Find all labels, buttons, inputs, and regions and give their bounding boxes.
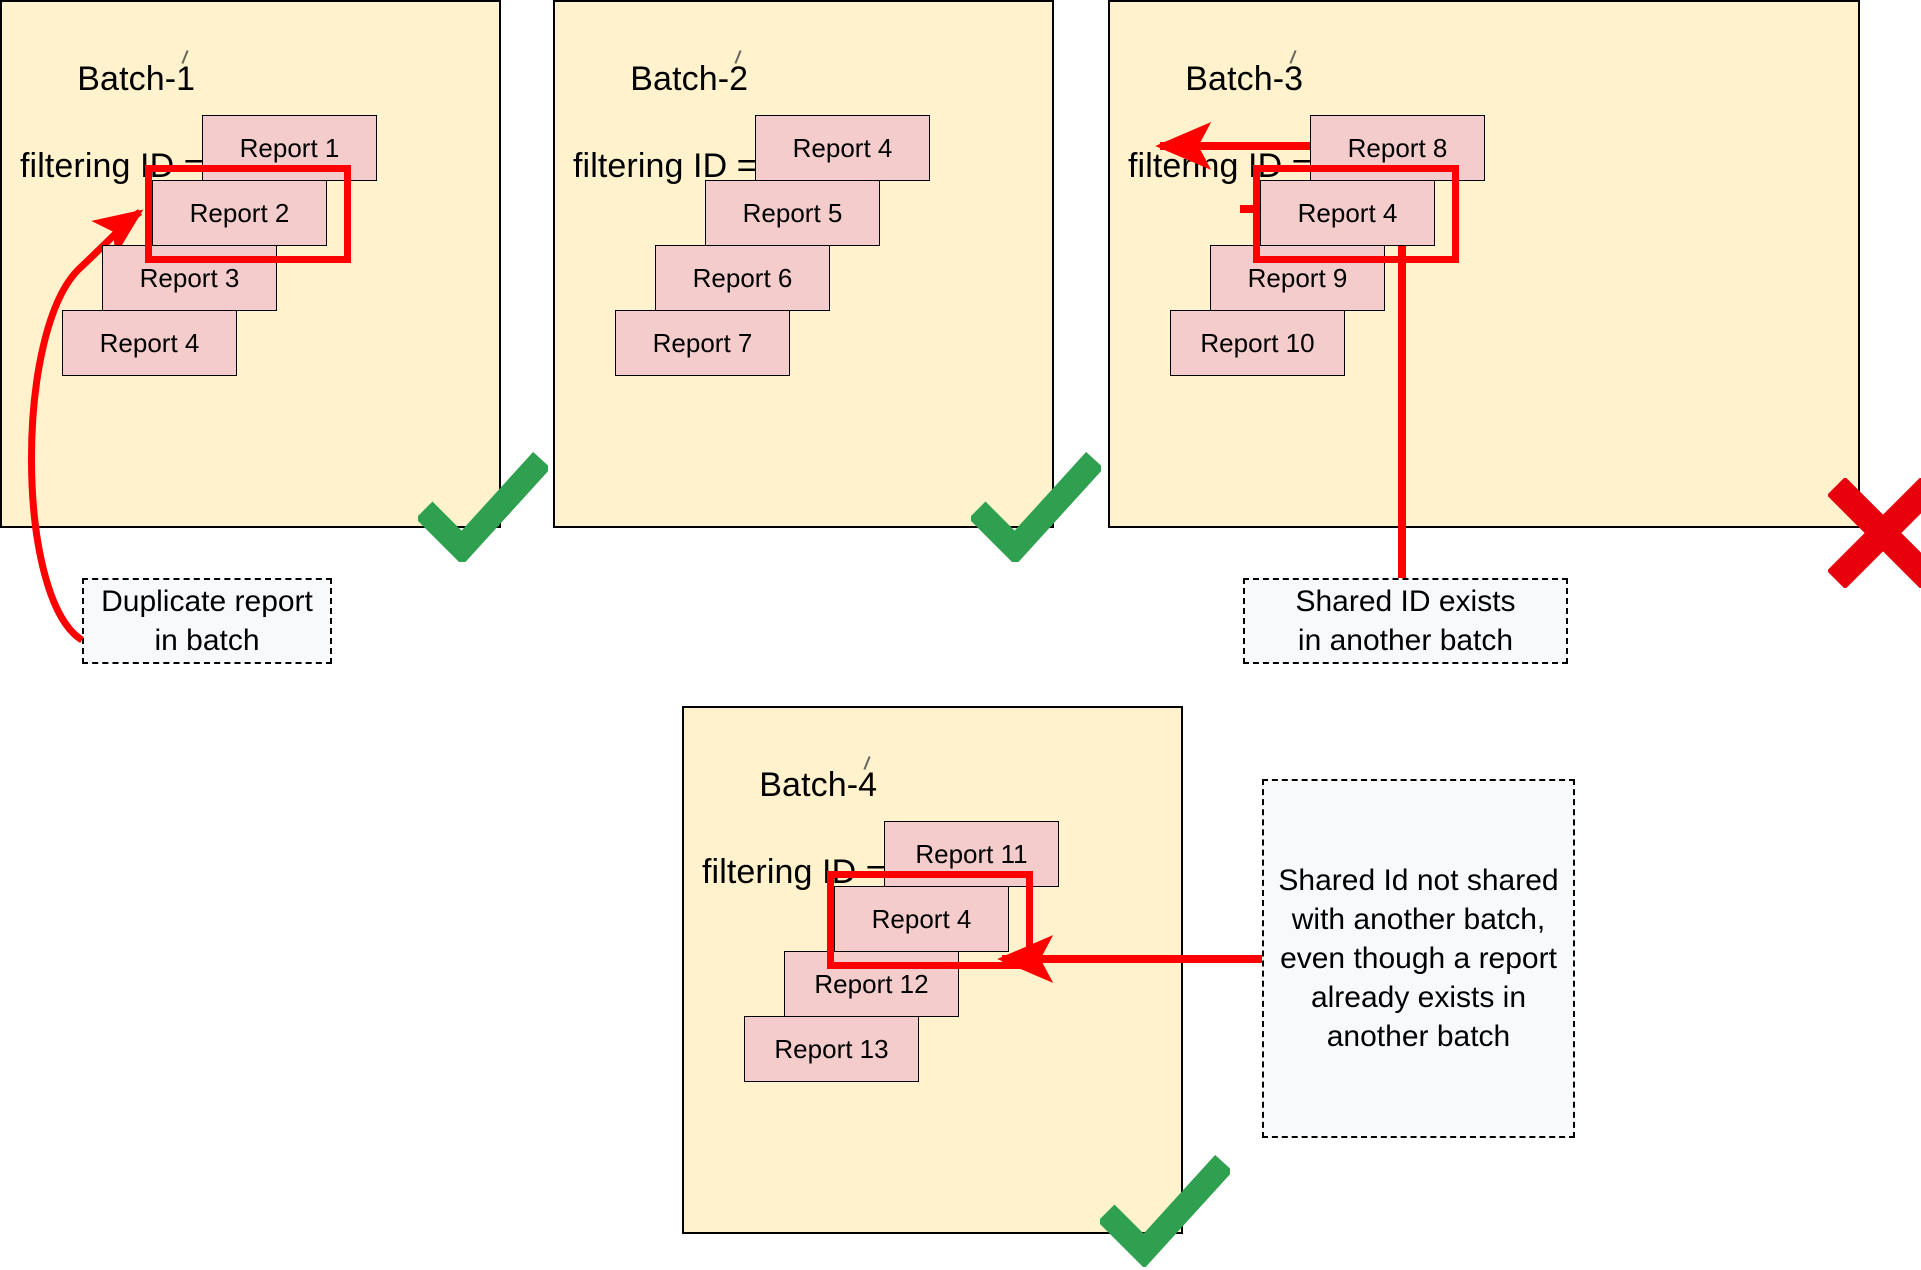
- batch-container-2: Batch-2 filtering ID = 0 Report 4 Report…: [553, 0, 1054, 528]
- report-card[interactable]: Report 7: [615, 310, 790, 376]
- report-label: Report 13: [774, 1033, 889, 1064]
- report-label: Report 4: [792, 132, 893, 163]
- batch-name-1: Batch-1: [77, 59, 196, 98]
- report-card[interactable]: Report 4: [834, 886, 1009, 952]
- callout-shared-id-exists: Shared ID exists in another batch: [1243, 578, 1568, 664]
- callout-duplicate-line2: in batch: [154, 624, 260, 657]
- report-card[interactable]: Report 2: [152, 180, 327, 246]
- report-card[interactable]: Report 9: [1210, 245, 1385, 311]
- report-card[interactable]: Report 12: [784, 951, 959, 1017]
- report-label: Report 12: [814, 968, 929, 999]
- callout-duplicate-line1: Duplicate report: [101, 585, 313, 618]
- report-label: Report 2: [189, 197, 290, 228]
- report-card[interactable]: Report 10: [1170, 310, 1345, 376]
- callout-duplicate-report: Duplicate report in batch: [82, 578, 332, 664]
- batch-container-4: Batch-4 filtering ID = 1 Report 11 Repor…: [682, 706, 1183, 1234]
- callout-shared-exists-line1: Shared ID exists: [1295, 585, 1516, 618]
- report-card[interactable]: Report 4: [755, 115, 930, 181]
- report-card[interactable]: Report 13: [744, 1016, 919, 1082]
- callout-shared-exists-line2: in another batch: [1297, 624, 1514, 657]
- report-card[interactable]: Report 8: [1310, 115, 1485, 181]
- report-label: Report 11: [915, 838, 1028, 869]
- report-card[interactable]: Report 4: [1260, 180, 1435, 246]
- report-card[interactable]: Report 1: [202, 115, 377, 181]
- batch-container-1: Batch-1 filtering ID = 0 Report 1 Report…: [0, 0, 501, 528]
- callout-shared-not-shared-text: Shared Id not shared with another batch,…: [1278, 864, 1559, 1053]
- report-label: Report 9: [1247, 262, 1348, 293]
- report-label: Report 1: [239, 132, 340, 163]
- report-label: Report 7: [652, 327, 753, 358]
- batch-name-3: Batch-3: [1185, 59, 1304, 98]
- report-label: Report 3: [139, 262, 240, 293]
- report-card[interactable]: Report 5: [705, 180, 880, 246]
- batch-name-4: Batch-4: [759, 765, 878, 804]
- report-label: Report 4: [1297, 197, 1398, 228]
- report-label: Report 5: [742, 197, 843, 228]
- report-label: Report 4: [99, 327, 200, 358]
- report-card[interactable]: Report 11: [884, 821, 1059, 887]
- batch-container-3: Batch-3 filtering ID = 0 Report 8 Report…: [1108, 0, 1860, 528]
- callout-shared-id-not-shared: Shared Id not shared with another batch,…: [1262, 779, 1575, 1138]
- report-label: Report 10: [1200, 327, 1315, 358]
- report-label: Report 8: [1347, 132, 1448, 163]
- report-card[interactable]: Report 6: [655, 245, 830, 311]
- report-label: Report 6: [692, 262, 793, 293]
- report-label: Report 4: [871, 903, 972, 934]
- report-card[interactable]: Report 4: [62, 310, 237, 376]
- report-card[interactable]: Report 3: [102, 245, 277, 311]
- batch-name-2: Batch-2: [630, 59, 749, 98]
